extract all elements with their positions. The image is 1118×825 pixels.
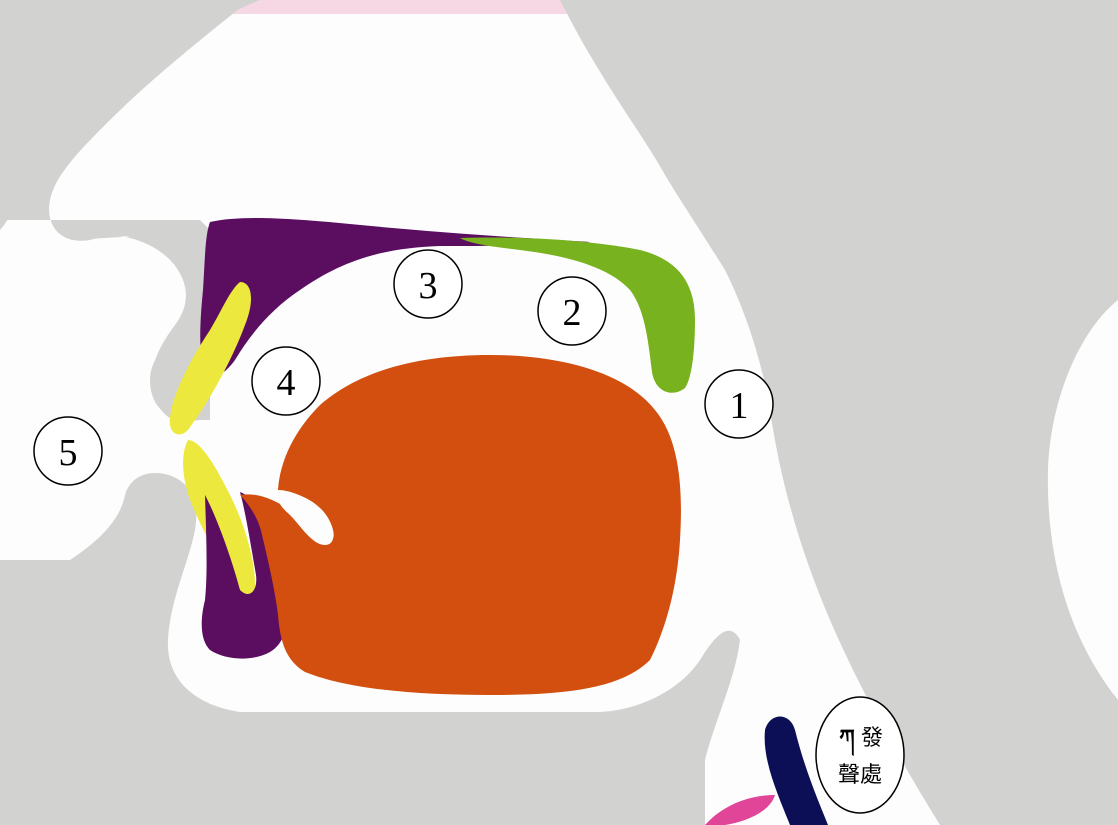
place-label-1: 1 [730, 385, 749, 427]
place-marker-5: 5 [34, 417, 102, 485]
vocal-fold-pink [705, 795, 775, 825]
place-marker-1: 1 [705, 370, 773, 438]
place-marker-3: 3 [394, 250, 462, 318]
place-label-4: 4 [277, 362, 296, 404]
place-label-3: 3 [419, 265, 438, 307]
voice-source-line2: 聲處 [838, 763, 882, 788]
voice-source-line1: 發 [861, 726, 883, 751]
voice-source-ellipse [816, 697, 904, 813]
place-marker-2: 2 [538, 277, 606, 345]
voice-source-marker: ཀ 發 聲處 [816, 697, 904, 813]
place-label-5: 5 [59, 432, 78, 474]
place-marker-4: 4 [252, 347, 320, 415]
place-label-2: 2 [563, 292, 582, 334]
